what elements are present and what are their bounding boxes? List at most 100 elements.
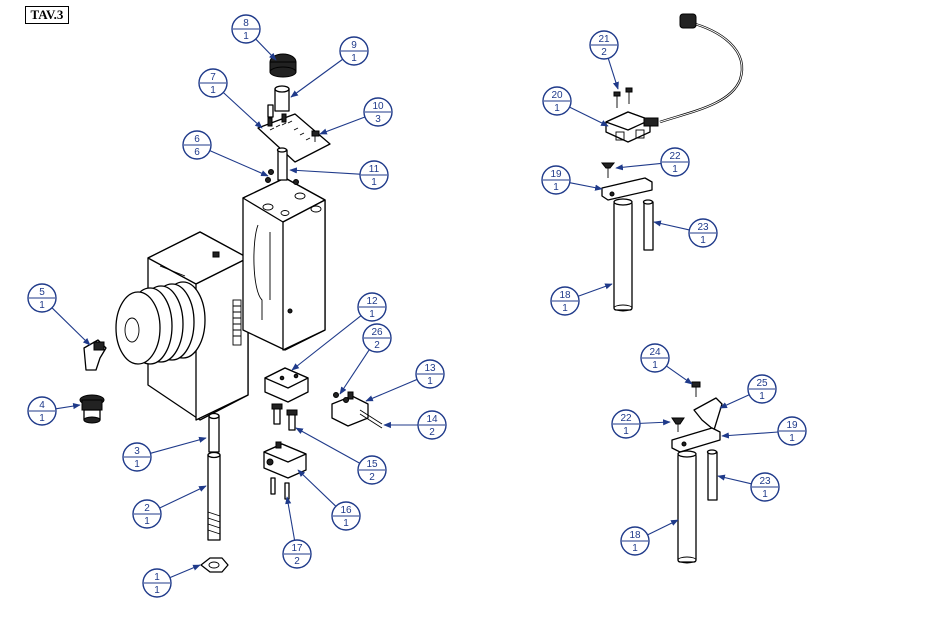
callout-quantity: 3	[375, 114, 381, 125]
part-18b-tube	[678, 451, 696, 563]
callout-part-number: 14	[426, 414, 438, 425]
leader-arrow-part-18a	[578, 284, 612, 296]
leader-arrow-part-22b	[640, 422, 670, 423]
leader-arrow-part-25	[720, 395, 749, 408]
callout-part-number: 22	[620, 413, 632, 424]
leader-arrow-part-4	[56, 405, 80, 409]
callout-part-number: 8	[243, 18, 249, 29]
callout-balloon: 212	[590, 31, 618, 59]
callout-part-number: 19	[550, 169, 562, 180]
part-25-blade	[694, 398, 722, 430]
callout-balloon: 191	[778, 417, 806, 445]
callout-balloon: 161	[332, 502, 360, 530]
callout-part-number: 5	[39, 287, 45, 298]
callout-balloon: 181	[621, 527, 649, 555]
leader-arrow-part-23b	[718, 476, 751, 484]
callout-balloon: 201	[543, 87, 571, 115]
callout-quantity: 1	[154, 585, 160, 596]
callout-balloon: 11	[143, 569, 171, 597]
callout-balloon: 142	[418, 411, 446, 439]
leader-arrow-part-17	[287, 497, 295, 540]
callout-part-number: 13	[424, 363, 436, 374]
callout-part-number: 23	[697, 222, 709, 233]
callout-balloon: 71	[199, 69, 227, 97]
part-15-screws	[272, 404, 297, 430]
callout-quantity: 1	[369, 309, 375, 320]
callout-quantity: 1	[243, 31, 249, 42]
callout-balloon: 221	[612, 410, 640, 438]
callout-part-number: 20	[551, 90, 563, 101]
callout-quantity: 6	[194, 147, 200, 158]
callout-balloon: 241	[641, 344, 669, 372]
callout-part-number: 26	[371, 327, 383, 338]
callout-balloon: 31	[123, 443, 151, 471]
part-22a-screw	[602, 163, 614, 178]
callout-quantity: 1	[789, 433, 795, 444]
callout-balloon: 172	[283, 540, 311, 568]
callout-balloon: 231	[751, 473, 779, 501]
part-12-block	[265, 368, 308, 402]
part-4-connector	[80, 395, 104, 423]
callout-quantity: 1	[351, 53, 357, 64]
leader-arrow-part-7	[223, 92, 262, 128]
callout-balloon: 231	[689, 219, 717, 247]
callout-part-number: 2	[144, 503, 150, 514]
callout-quantity: 1	[759, 391, 765, 402]
leader-arrow-part-26	[340, 350, 369, 394]
callout-part-number: 12	[366, 296, 378, 307]
callout-quantity: 1	[144, 516, 150, 527]
part-19a-bracket	[602, 178, 652, 200]
callout-quantity: 2	[369, 472, 375, 483]
callout-balloon: 111	[360, 161, 388, 189]
callout-quantity: 1	[562, 303, 568, 314]
callout-balloon: 66	[183, 131, 211, 159]
callout-part-number: 1	[154, 572, 160, 583]
callout-quantity: 1	[762, 489, 768, 500]
leader-arrow-part-22a	[616, 163, 661, 168]
leader-arrow-part-21	[608, 58, 618, 89]
callout-part-number: 19	[786, 420, 798, 431]
callout-part-number: 23	[759, 476, 771, 487]
callout-quantity: 1	[553, 182, 559, 193]
part-23a-rod	[644, 200, 654, 250]
leader-arrow-part-18b	[648, 520, 678, 535]
callout-part-number: 21	[598, 34, 610, 45]
callout-balloon: 21	[133, 500, 161, 528]
callout-balloon: 51	[28, 284, 56, 312]
callout-balloon: 131	[416, 360, 444, 388]
part-18a-tube	[614, 199, 632, 311]
callout-part-number: 25	[756, 378, 768, 389]
leader-arrow-part-8	[256, 39, 276, 60]
callout-quantity: 2	[429, 427, 435, 438]
part-19b-bracket	[672, 428, 720, 452]
leader-arrow-part-24	[666, 366, 692, 384]
part-21-screws	[614, 88, 632, 108]
callout-part-number: 24	[649, 347, 661, 358]
leader-arrow-part-16	[298, 470, 336, 506]
leader-arrow-part-6	[210, 151, 268, 176]
leader-arrow-part-11	[290, 170, 360, 174]
part-17-screws	[271, 478, 289, 499]
callout-quantity: 1	[632, 543, 638, 554]
part-22b-screw	[672, 418, 684, 432]
leader-arrow-part-19a	[570, 183, 602, 189]
callout-balloon: 91	[340, 37, 368, 65]
callout-balloon: 41	[28, 397, 56, 425]
pulley-disks	[116, 282, 205, 364]
callout-balloon: 152	[358, 456, 386, 484]
callout-balloon: 181	[551, 287, 579, 315]
leader-arrow-part-1	[170, 565, 200, 578]
leader-arrow-part-3	[150, 438, 206, 453]
part-3-pin	[209, 414, 219, 453]
leader-arrow-part-10	[320, 117, 365, 134]
part-9-sleeve	[268, 86, 289, 117]
callout-quantity: 1	[39, 413, 45, 424]
callout-part-number: 18	[559, 290, 571, 301]
leader-arrow-part-20	[570, 107, 608, 126]
callout-quantity: 2	[294, 556, 300, 567]
callout-part-number: 11	[369, 164, 380, 175]
callout-balloon: 262	[363, 324, 391, 352]
callout-quantity: 1	[652, 360, 658, 371]
part-23b-rod	[708, 450, 718, 500]
part-1-nut	[201, 558, 228, 572]
